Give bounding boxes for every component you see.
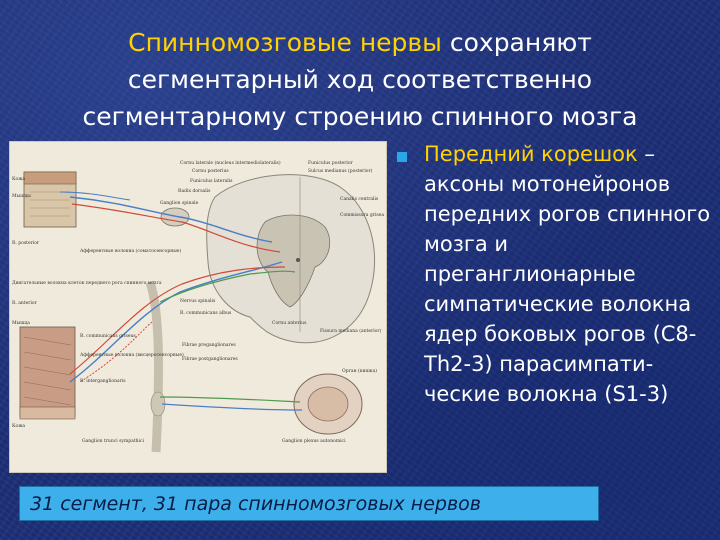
label-fibrae-postganglionares: Fibrae postganglionares	[182, 356, 238, 362]
title-line1-rest: сохраняют	[441, 28, 592, 57]
bullet-text: Передний корешок – аксоны мотонейронов п…	[424, 139, 718, 409]
label-afferent-top: Афферентные волокна (соматосенсорные)	[80, 247, 181, 254]
bullet-square-icon	[397, 152, 407, 162]
label-funiculus-posterior: Funiculus posterior	[308, 160, 354, 166]
label-fissura-mediana: Fissura mediana (anterior)	[320, 327, 382, 334]
label-ganglion-trunci: Ganglion trunci sympathici	[82, 438, 144, 444]
label-canalis-centralis: Canalis centralis	[340, 196, 379, 202]
label-ganglion-spinale: Ganglion spinale	[160, 200, 199, 206]
title-highlight: Спинномозговые нервы	[128, 28, 442, 57]
label-kozha-top: Кожа	[12, 176, 25, 182]
label-radix-dorsalis: Radix dorsalis	[178, 188, 211, 194]
label-myshca-bottom: Мышца	[12, 320, 30, 326]
label-nervus-spinalis: Nervus spinalis	[180, 298, 216, 304]
label-fibrae-preganglionares: Fibrae preganglionares	[182, 342, 236, 348]
label-myshcy-top: Мышцы	[12, 193, 31, 199]
label-cornu-posterius: Cornu posterius	[192, 168, 229, 174]
label-kozha-bottom: Кожа	[12, 423, 25, 429]
label-r-anterior: R. anterior	[12, 300, 38, 306]
label-r-interganglionaris: R. interganglionaris	[80, 378, 126, 384]
label-commissura-grisea: Commissura grisea	[340, 212, 384, 218]
slide-title: Спинномозговые нервы сохраняют сегментар…	[20, 24, 700, 135]
label-ramus-comm-griseus: R. communicans griseus	[80, 333, 136, 339]
label-ganglion-plexus: Ganglion plexus autonomici	[282, 438, 346, 444]
label-organ: Орган (кишка)	[342, 367, 377, 374]
label-cornu-anterius: Cornu anterius	[272, 320, 307, 326]
bullet-rest: – аксоны мотонейронов передних рогов спи…	[424, 142, 711, 406]
title-line3: сегментарному строению спинного мозга	[82, 102, 638, 131]
footer-text: 31 сегмент, 31 пара спинномозговых нерво…	[30, 493, 481, 515]
label-cornu-laterale: Cornu laterale (nucleus intermediolatera…	[180, 159, 281, 166]
footer-callout: 31 сегмент, 31 пара спинномозговых нерво…	[19, 486, 599, 521]
label-sulcus-medianus: Sulcus medianus (posterior)	[308, 167, 373, 174]
label-r-posterior: R. posterior	[12, 240, 40, 246]
bullet-highlight: Передний корешок	[424, 142, 638, 166]
label-afferent-bottom: Афферентные волокна (висцеросенсорные)	[80, 351, 184, 358]
label-funiculus-lateralis: Funiculus lateralis	[190, 178, 233, 184]
label-ramus-comm-albus: R. communicans albus	[180, 310, 232, 316]
spinal-nerve-illustration: Cornu laterale (nucleus intermediolatera…	[9, 141, 387, 473]
label-dvigatelnye: Двигательные волокна клеток переднего ро…	[12, 280, 162, 286]
title-line2: сегментарный ход соответственно	[127, 65, 593, 94]
